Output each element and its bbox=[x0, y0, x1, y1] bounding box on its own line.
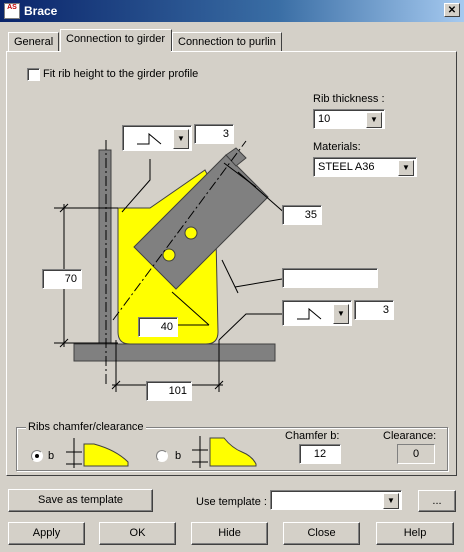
dim-35-field[interactable]: 35 bbox=[282, 205, 322, 225]
chevron-down-icon[interactable]: ▼ bbox=[398, 160, 414, 176]
chamfer-type-1-icon bbox=[66, 438, 129, 468]
radio-dot bbox=[35, 454, 39, 458]
tab-connection-to-girder[interactable]: Connection to girder bbox=[60, 29, 172, 51]
dim-line bbox=[171, 291, 210, 326]
dim-101-field[interactable]: 101 bbox=[146, 381, 192, 401]
close-icon: ✕ bbox=[447, 4, 457, 16]
active-tab-joint bbox=[61, 50, 171, 52]
dim-101-value: 101 bbox=[168, 385, 187, 397]
ribs-group-title: Ribs chamfer/clearance bbox=[26, 421, 146, 433]
chevron-down-icon[interactable]: ▼ bbox=[366, 112, 382, 128]
girder-flange bbox=[98, 149, 112, 348]
chevron-down-icon[interactable]: ▼ bbox=[383, 493, 399, 509]
chamfer-radio-1[interactable] bbox=[31, 450, 43, 462]
materials-value: STEEL A36 bbox=[318, 161, 375, 173]
materials-select[interactable]: STEEL A36 ▼ bbox=[313, 157, 417, 177]
weld-size-bottom-value: 3 bbox=[382, 304, 389, 316]
bolt-hole bbox=[184, 226, 198, 240]
fit-rib-checkbox[interactable] bbox=[27, 68, 40, 81]
weld-leader-bottom bbox=[218, 313, 282, 341]
dim-tick bbox=[111, 380, 121, 390]
clearance-value: 0 bbox=[412, 448, 420, 460]
chamfer-value: 12 bbox=[313, 448, 327, 460]
weld-size-bottom-field[interactable]: 3 bbox=[354, 300, 394, 320]
dim-70-field[interactable]: 70 bbox=[42, 269, 82, 289]
window-title: Brace bbox=[24, 4, 58, 18]
app-icon: AS bbox=[4, 3, 20, 19]
tab-connection-to-purlin[interactable]: Connection to purlin bbox=[172, 32, 282, 52]
brace-tip bbox=[225, 147, 247, 167]
tab-label: Connection to girder bbox=[66, 33, 166, 45]
rib-thickness-label: Rib thickness : bbox=[313, 93, 385, 105]
ribs-group bbox=[16, 427, 448, 471]
chamfer-type-2-icon bbox=[192, 436, 257, 468]
tab-label: Connection to purlin bbox=[178, 36, 276, 48]
weld-type-select-bottom[interactable]: ▼ bbox=[282, 300, 352, 326]
dim-line bbox=[223, 162, 257, 188]
weld-type-select-top[interactable]: ▼ bbox=[122, 125, 192, 151]
tab-panel bbox=[6, 51, 457, 476]
close-button[interactable]: Close bbox=[283, 522, 360, 545]
chamfer-radio-2[interactable] bbox=[156, 450, 168, 462]
use-template-label: Use template : bbox=[196, 496, 267, 508]
fit-rib-label: Fit rib height to the girder profile bbox=[43, 68, 199, 80]
tab-label: General bbox=[14, 36, 54, 48]
leader-line bbox=[234, 278, 283, 288]
browse-button[interactable]: ... bbox=[418, 490, 456, 512]
chamfer-option-2-label: b bbox=[175, 450, 182, 462]
weld-size-top-field[interactable]: 3 bbox=[194, 124, 234, 144]
tab-general[interactable]: General bbox=[8, 32, 60, 52]
base-flange bbox=[73, 343, 276, 362]
close-window-button[interactable]: ✕ bbox=[444, 3, 460, 17]
clearance-label: Clearance: bbox=[383, 430, 437, 442]
fillet-weld-icon bbox=[297, 307, 322, 320]
leader-line bbox=[221, 259, 239, 294]
materials-label: Materials: bbox=[313, 141, 361, 153]
brace-axis bbox=[112, 140, 247, 321]
chevron-down-icon[interactable]: ▼ bbox=[333, 304, 349, 324]
dim-empty-field[interactable] bbox=[282, 268, 378, 288]
rib-thickness-value: 10 bbox=[318, 113, 331, 125]
title-bar: AS Brace ✕ bbox=[0, 0, 464, 22]
weld-leader-top bbox=[121, 159, 151, 213]
fillet-weld-icon bbox=[137, 132, 162, 145]
dim-40-value: 40 bbox=[160, 321, 173, 333]
use-template-select[interactable]: ▼ bbox=[270, 490, 402, 510]
weld-size-top-value: 3 bbox=[222, 128, 229, 140]
chamfer-field[interactable]: 12 bbox=[299, 444, 341, 464]
help-button[interactable]: Help bbox=[376, 522, 454, 545]
ok-button[interactable]: OK bbox=[99, 522, 176, 545]
dim-35-value: 35 bbox=[304, 209, 317, 221]
chamfer-label: Chamfer b: bbox=[285, 430, 340, 442]
rib-thickness-select[interactable]: 10 ▼ bbox=[313, 109, 385, 129]
dim-tick bbox=[59, 203, 69, 213]
chamfer-option-1-label: b bbox=[48, 450, 55, 462]
bolt-hole bbox=[162, 248, 176, 262]
dim-70-value: 70 bbox=[64, 273, 77, 285]
dim-40-field[interactable]: 40 bbox=[138, 317, 178, 337]
apply-button[interactable]: Apply bbox=[8, 522, 85, 545]
clearance-field: 0 bbox=[397, 444, 435, 464]
dim-tick bbox=[214, 380, 224, 390]
save-as-template-button[interactable]: Save as template bbox=[8, 489, 153, 512]
chevron-down-icon[interactable]: ▼ bbox=[173, 129, 189, 149]
hide-button[interactable]: Hide bbox=[191, 522, 268, 545]
dim-tick bbox=[59, 338, 69, 348]
